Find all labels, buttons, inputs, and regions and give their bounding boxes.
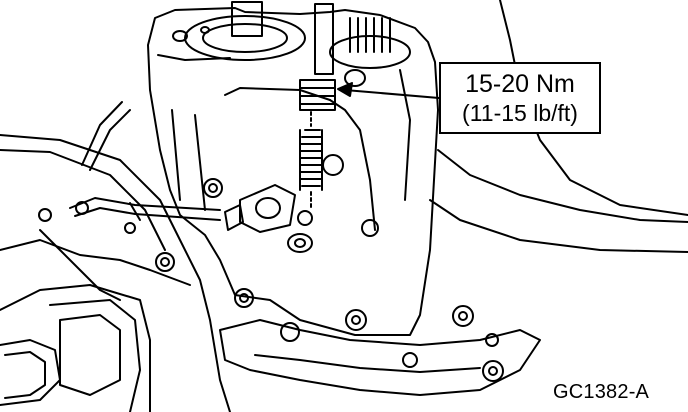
detent-ball <box>297 210 313 226</box>
lower-flange <box>219 319 541 396</box>
right-housing <box>429 0 688 253</box>
linkage-rod <box>69 101 221 221</box>
reversing-switch <box>224 184 296 233</box>
detent-bolt <box>299 3 336 111</box>
case-bolts <box>38 154 504 382</box>
figure-id: GC1382-A <box>553 381 650 403</box>
transmission-case <box>147 7 439 336</box>
torque-nm-label: 15-20 Nm <box>465 70 575 98</box>
bore-plug <box>287 233 313 253</box>
torque-lbft-label: (11-15 lb/ft) <box>462 100 578 126</box>
torque-spec-callout: 15-20 Nm (11-15 lb/ft) <box>439 62 601 134</box>
mount-bracket <box>0 284 151 412</box>
top-flange <box>172 1 411 87</box>
bell-housing <box>0 134 231 412</box>
detent-spring <box>299 111 323 209</box>
callout-arrow <box>337 82 440 99</box>
